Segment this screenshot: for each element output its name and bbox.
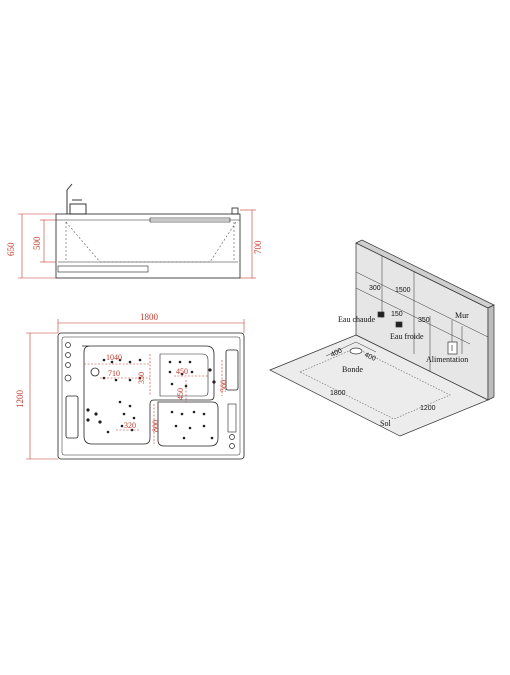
dim-560: 560 [219,380,228,392]
label-wall: Mur [455,311,469,320]
dim-400-a: 400 [330,347,344,358]
wall-side-edge [487,304,495,401]
tub-footprint [299,347,451,420]
right-seat-basin [159,353,209,397]
tub-side-headrest [149,217,231,223]
dim-plan-depth: 1200 [15,390,25,409]
drain-icon [349,347,363,355]
dim-side-height-total: 650 [6,242,16,256]
floor-surface [269,334,489,437]
installation-view [269,239,495,437]
dim-400-b: 400 [363,352,377,363]
label-hot-water: Eau chaude [338,315,376,324]
tub-side-outline [55,213,241,279]
dim-150: 150 [391,311,403,318]
right-headrest [225,349,239,391]
dim-320: 320 [124,421,136,430]
side-buttons [64,342,235,449]
dim-350-wall: 350 [418,317,430,324]
dim-710: 710 [108,369,120,378]
hot-water-tap-icon [377,311,385,318]
tub-plan-outline [57,332,245,460]
dim-800: 800 [151,420,160,432]
faucet-icon [66,183,87,215]
upper-seat-basin [82,345,215,445]
dim-side-height-inner: 500 [32,236,42,250]
dim-450-vertical: 450 [176,388,185,400]
dim-1800-floor: 1800 [330,390,346,397]
dim-plan-width: 1800 [140,312,159,322]
label-floor: Sol [380,419,391,428]
side-dimension-lines [18,209,256,279]
left-headrest [65,395,79,439]
dim-1040: 1040 [106,353,122,362]
power-outlet-icon [447,341,458,355]
plan-view [26,319,245,460]
dim-300: 300 [369,285,381,292]
label-cold-water: Eau froide [390,332,424,341]
dim-1500: 1500 [395,287,411,294]
label-power: Alimentation [426,355,468,364]
cold-water-tap-icon [395,321,403,328]
overflow-fitting-icon [231,207,239,215]
dim-350: 350 [137,372,146,384]
plan-dimension-lines [26,319,245,460]
tub-side-panel-strip [57,265,149,273]
dim-450-horizontal: 450 [176,367,188,376]
label-drain: Bonde [342,365,363,374]
side-elevation [18,183,256,279]
control-panel [227,403,237,433]
overflow-icon [90,367,100,377]
dim-side-height-right: 700 [253,240,263,254]
tub-side-hidden-lines [65,221,237,263]
jet-nozzles [86,358,216,440]
dim-1200-floor: 1200 [420,405,436,412]
lower-right-seat [157,401,219,447]
